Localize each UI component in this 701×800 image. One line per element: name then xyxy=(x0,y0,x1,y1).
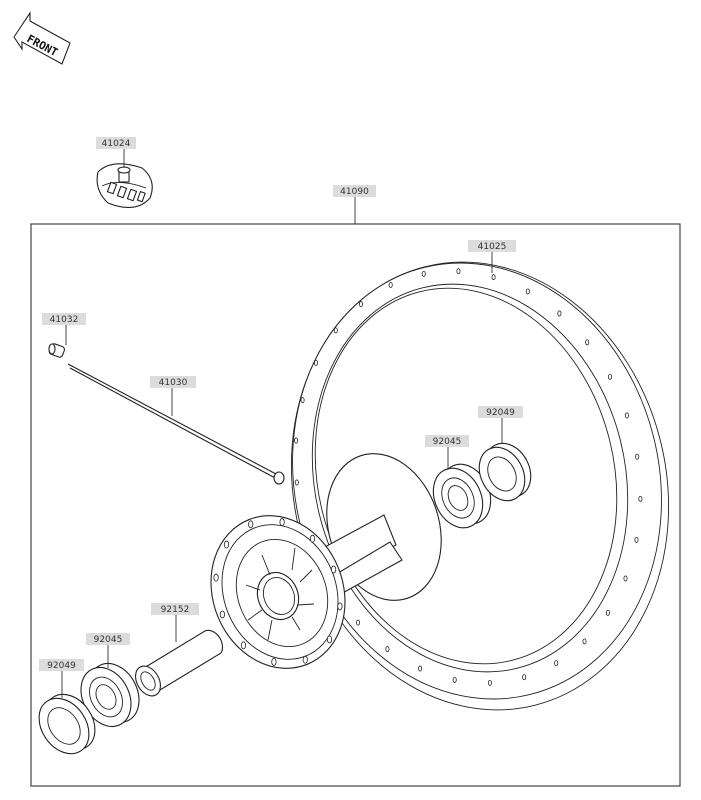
hole xyxy=(333,327,338,334)
hole xyxy=(330,565,337,574)
svg-text:41090: 41090 xyxy=(340,187,369,197)
part-label-nipple: 41032 xyxy=(42,313,86,325)
svg-text:92152: 92152 xyxy=(161,605,190,615)
hole xyxy=(294,437,299,444)
hole xyxy=(356,619,361,626)
hole xyxy=(385,646,390,653)
hole xyxy=(421,270,426,277)
hole xyxy=(585,339,590,346)
hole xyxy=(302,655,308,664)
spoke-nipple xyxy=(48,343,65,358)
hole xyxy=(634,536,639,543)
wheel-hub xyxy=(210,453,442,669)
part-label-bearing-left: 92045 xyxy=(86,633,130,645)
hole xyxy=(219,610,225,619)
hole xyxy=(358,301,363,308)
part-label-collar: 92152 xyxy=(151,603,199,615)
hole xyxy=(271,657,277,666)
hole xyxy=(300,397,305,404)
hole xyxy=(638,495,643,502)
hole xyxy=(554,660,559,667)
svg-text:41024: 41024 xyxy=(102,139,131,149)
hole xyxy=(557,310,562,317)
spoke xyxy=(67,363,285,485)
svg-text:41030: 41030 xyxy=(159,378,188,388)
bearing-left xyxy=(80,663,140,727)
part-label-assembly: 41090 xyxy=(333,185,376,197)
hole xyxy=(487,679,492,686)
svg-text:92045: 92045 xyxy=(94,635,123,645)
valve-part xyxy=(96,163,153,209)
hub-flange-holes xyxy=(213,518,343,666)
hole xyxy=(248,520,254,529)
hole xyxy=(605,609,610,616)
hole xyxy=(418,665,423,672)
part-label-bearing-right: 92045 xyxy=(425,435,469,447)
hole xyxy=(279,518,285,527)
hole xyxy=(623,575,628,582)
hole xyxy=(525,288,530,295)
hole xyxy=(326,635,333,644)
hole xyxy=(608,373,613,380)
hole xyxy=(582,638,587,645)
rim-spoke-holes xyxy=(294,268,643,686)
part-label-valve: 41024 xyxy=(96,137,136,149)
assembly-frame xyxy=(30,223,681,787)
hole xyxy=(240,641,247,650)
hole xyxy=(223,540,230,549)
hole xyxy=(313,359,318,366)
part-label-seal-left: 92049 xyxy=(39,659,84,671)
part-label-rim: 41025 xyxy=(468,240,516,252)
hole xyxy=(624,412,629,419)
hole xyxy=(213,573,219,582)
hole xyxy=(388,281,393,288)
hole xyxy=(337,602,343,611)
collar xyxy=(135,629,224,697)
svg-text:41025: 41025 xyxy=(478,242,507,252)
svg-text:92049: 92049 xyxy=(486,408,515,418)
part-label-spoke: 41030 xyxy=(150,376,196,388)
seal-right xyxy=(478,442,532,502)
hole xyxy=(635,453,640,460)
svg-text:41032: 41032 xyxy=(50,315,79,325)
hole xyxy=(456,268,461,275)
bearing-right xyxy=(432,463,492,529)
front-direction-arrow: FRONT xyxy=(13,11,71,65)
hole xyxy=(491,274,496,281)
part-label-seal-right: 92049 xyxy=(478,406,523,418)
hole xyxy=(452,676,457,683)
svg-text:92045: 92045 xyxy=(433,437,462,447)
svg-text:92049: 92049 xyxy=(47,661,76,671)
hole xyxy=(309,534,316,543)
hole xyxy=(294,479,299,486)
hole xyxy=(522,674,527,681)
seal-left xyxy=(38,693,96,755)
